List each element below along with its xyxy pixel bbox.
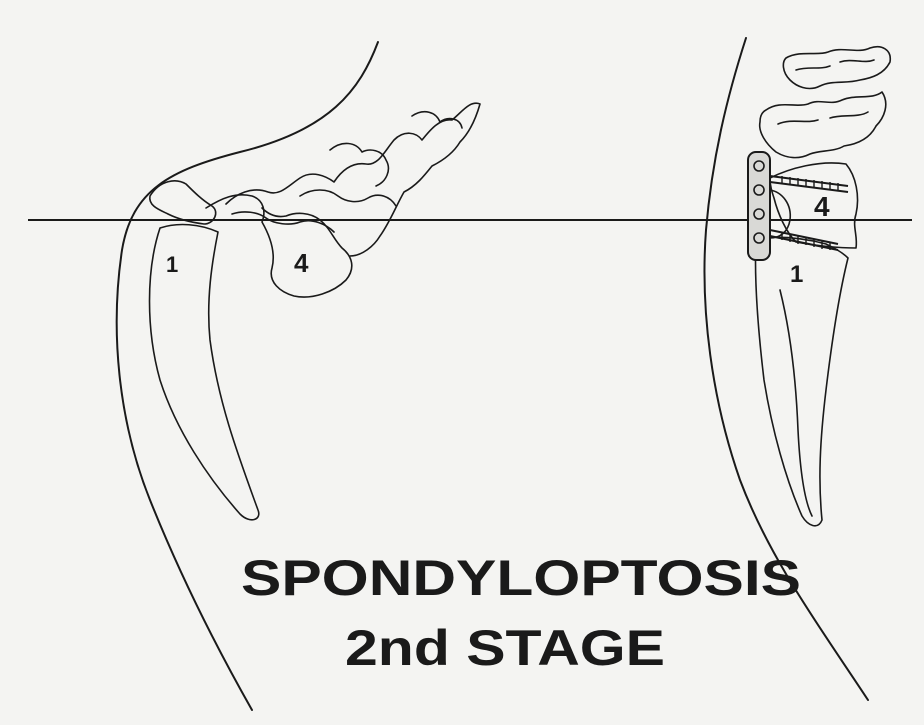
left-sacrum-label: 1 <box>166 252 178 277</box>
right-vertebra-label: 4 <box>814 191 830 222</box>
diagram-title-line1: SPONDYLOPTOSIS <box>241 550 801 606</box>
right-sacrum-label: 1 <box>790 261 803 288</box>
left-vertebra-label: 4 <box>294 248 309 278</box>
diagram-title-line2: 2nd STAGE <box>345 620 665 676</box>
